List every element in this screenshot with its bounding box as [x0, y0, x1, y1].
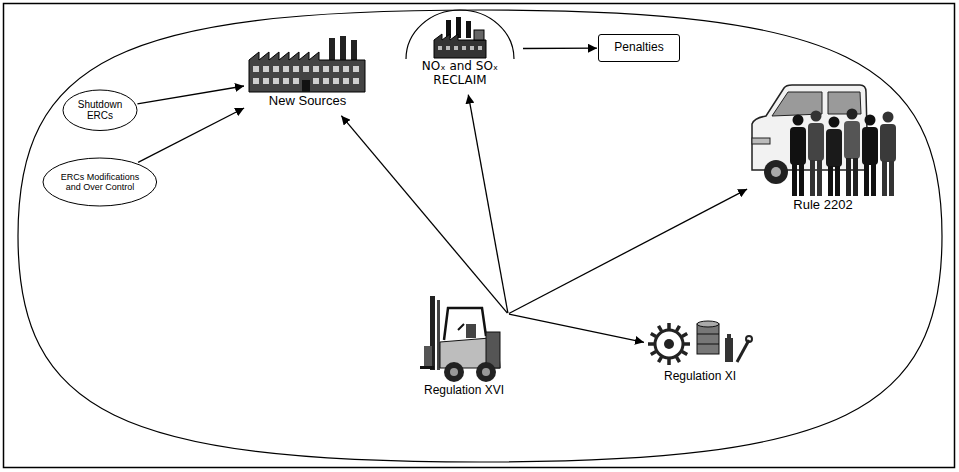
regulation-node: Regulation XI	[645, 318, 755, 390]
frame	[4, 4, 955, 468]
node-label: Regulation XVI	[424, 384, 504, 398]
new-sources-node: New Sources	[245, 36, 370, 115]
forklift-icon	[420, 296, 508, 384]
scope-oval	[18, 10, 942, 462]
connector-arrow	[509, 189, 747, 313]
node-label: Penalties	[614, 41, 663, 55]
connector-arrow	[137, 86, 244, 104]
commuter-vehicle-icon	[748, 80, 898, 198]
penalties-box: Penalties	[598, 34, 680, 62]
ellipse-outline	[63, 90, 137, 131]
rule-node: Rule 2202	[748, 80, 898, 219]
ellipse-outline	[43, 158, 157, 206]
connector-arrow	[138, 108, 244, 162]
node-label: ERCs Modifications and Over Control	[60, 172, 140, 193]
factory-icon	[245, 36, 370, 94]
node-label: Shutdown ERCs	[75, 99, 125, 122]
node-label: Regulation XI	[664, 370, 736, 384]
node-label: NOₓ and SOₓ RECLAIM	[414, 60, 506, 88]
reclaim-dome	[398, 4, 522, 60]
connector-arrow	[341, 116, 507, 314]
node-label: New Sources	[269, 94, 346, 109]
connector-arrow	[509, 314, 644, 342]
connector-arrow	[523, 48, 597, 50]
regulation-hub-node: Regulation XVI	[420, 296, 508, 404]
node-label: Rule 2202	[793, 198, 852, 213]
coatings-icon	[645, 318, 755, 370]
erc-ellipse: Shutdown ERCs	[62, 89, 138, 132]
reclaim-node: NOₓ and SOₓ RECLAIM	[398, 4, 522, 94]
erc-ellipse: ERCs Modifications and Over Control	[42, 157, 158, 207]
connector-arrow	[468, 95, 508, 313]
